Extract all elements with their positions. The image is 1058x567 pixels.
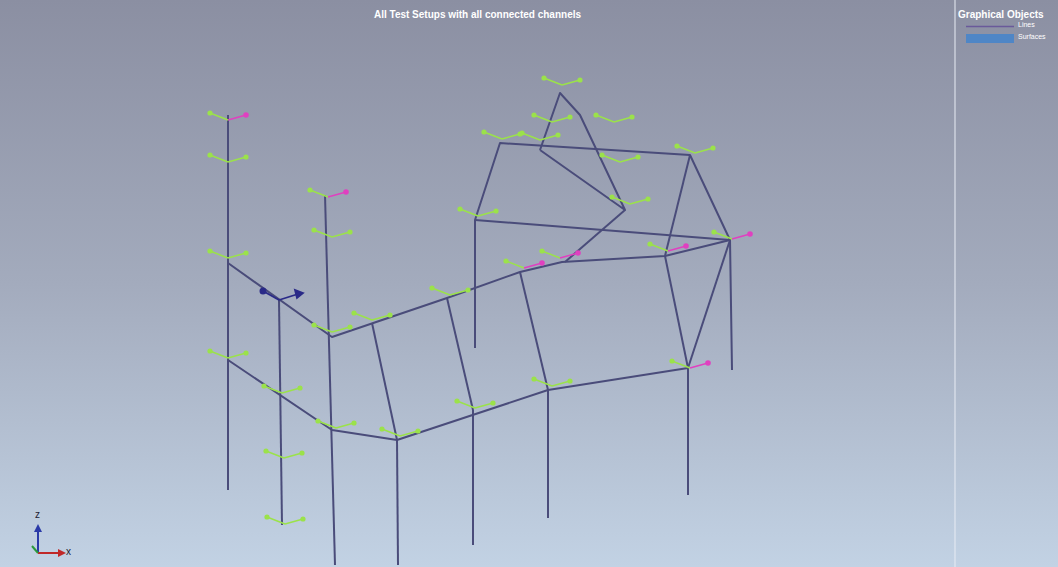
- legend-row: Lines: [958, 21, 1056, 32]
- legend-swatch: [966, 34, 1014, 43]
- legend-text: Lines: [1018, 21, 1035, 28]
- legend-line-sample: [966, 22, 1014, 31]
- legend-panel: Graphical Objects LinesSurfaces: [958, 9, 1056, 44]
- axis-label: x: [66, 546, 71, 557]
- chart-title: All Test Setups with all connected chann…: [0, 9, 955, 20]
- legend-heading: Graphical Objects: [958, 9, 1056, 20]
- legend-row: Surfaces: [958, 33, 1056, 44]
- legend-text: Surfaces: [1018, 33, 1046, 40]
- legend-rows: LinesSurfaces: [958, 21, 1056, 44]
- axis-label: z: [35, 509, 40, 520]
